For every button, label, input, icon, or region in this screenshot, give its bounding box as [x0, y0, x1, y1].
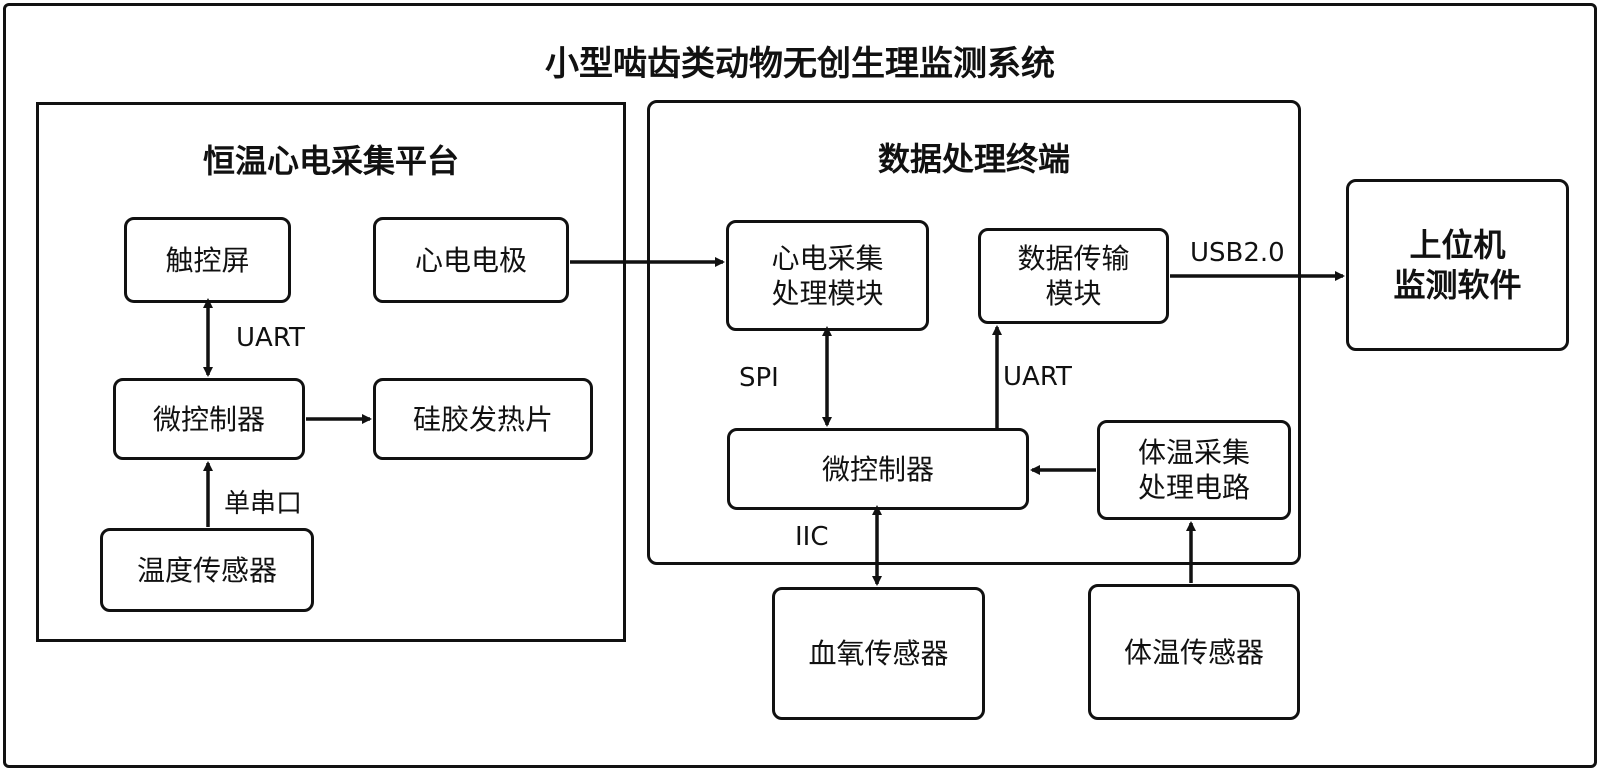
- ecg-module-label-2: 处理模块: [771, 276, 884, 310]
- temp-sensor-box: 温度传感器: [100, 528, 314, 612]
- spi-label: SPI: [739, 363, 779, 393]
- host-software-label-1: 上位机: [1409, 226, 1506, 264]
- terminal-title: 数据处理终端: [877, 140, 1070, 178]
- body-temp-sensor-box: 体温传感器: [1088, 584, 1300, 720]
- ecg-electrode-box: 心电电极: [373, 217, 569, 303]
- platform-container: [36, 102, 626, 642]
- platform-mcu-label: 微控制器: [152, 402, 265, 436]
- iic-label: IIC: [795, 522, 829, 552]
- platform-mcu-box: 微控制器: [113, 378, 305, 460]
- spo2-sensor-box: 血氧传感器: [772, 587, 985, 720]
- system-title: 小型啮齿类动物无创生理监测系统: [545, 44, 1055, 84]
- transfer-module-label-1: 数据传输: [1017, 242, 1130, 275]
- heater-box: 硅胶发热片: [373, 378, 593, 460]
- uart-label-platform: UART: [236, 323, 305, 353]
- spo2-sensor-label: 血氧传感器: [808, 637, 949, 670]
- temp-sensor-label: 温度传感器: [136, 553, 277, 587]
- platform-title: 恒温心电采集平台: [202, 142, 459, 180]
- transfer-module-label-2: 模块: [1045, 277, 1102, 310]
- ecg-electrode-label: 心电电极: [414, 243, 527, 277]
- terminal-mcu-label: 微控制器: [821, 452, 934, 486]
- single-serial-label: 单串口: [224, 489, 303, 519]
- body-temp-circuit-label-2: 处理电路: [1137, 471, 1250, 504]
- body-temp-circuit-label-1: 体温采集: [1137, 436, 1250, 469]
- usb-label: USB2.0: [1190, 238, 1285, 268]
- transfer-module-box: 数据传输 模块: [978, 228, 1169, 324]
- terminal-mcu-box: 微控制器: [727, 428, 1029, 510]
- terminal-container: [647, 100, 1301, 565]
- host-software-box: 上位机 监测软件: [1346, 179, 1569, 351]
- body-temp-circuit-box: 体温采集 处理电路: [1097, 420, 1291, 520]
- touchscreen-box: 触控屏: [124, 217, 291, 303]
- uart-label-terminal: UART: [1003, 362, 1072, 392]
- outer-frame: [3, 3, 1597, 768]
- body-temp-sensor-label: 体温传感器: [1123, 635, 1264, 669]
- ecg-module-label-1: 心电采集: [771, 241, 884, 275]
- heater-label: 硅胶发热片: [412, 402, 553, 436]
- host-software-label-2: 监测软件: [1393, 266, 1522, 304]
- touchscreen-label: 触控屏: [165, 243, 250, 277]
- ecg-module-box: 心电采集 处理模块: [726, 220, 929, 331]
